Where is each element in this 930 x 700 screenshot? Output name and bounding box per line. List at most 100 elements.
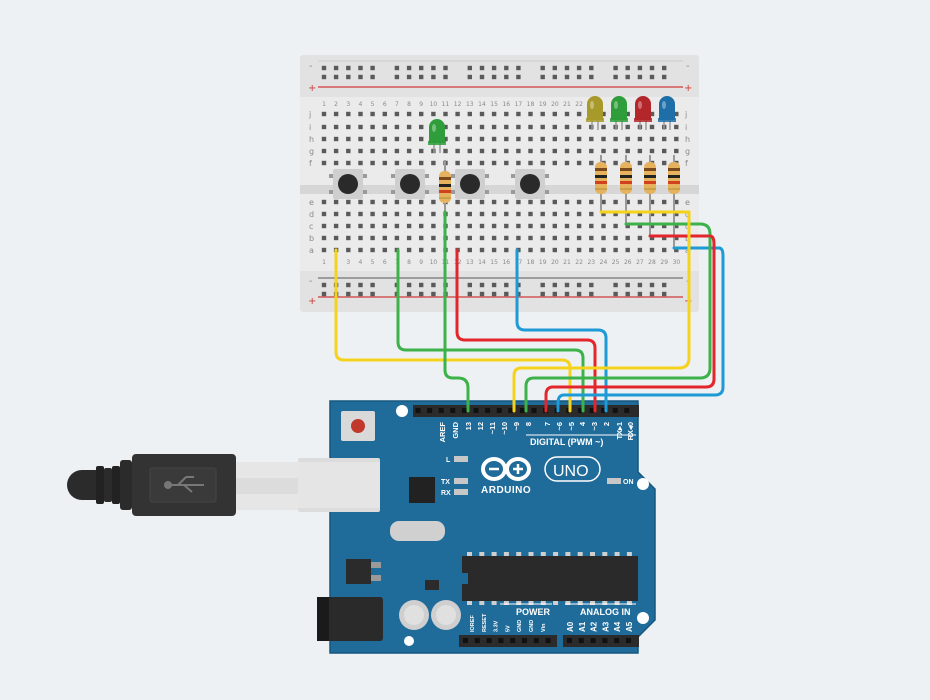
breadboard-hole[interactable] xyxy=(370,235,375,241)
breadboard-hole[interactable] xyxy=(528,211,533,217)
breadboard-hole[interactable] xyxy=(467,211,472,217)
breadboard-hole[interactable] xyxy=(358,124,363,130)
breadboard-hole[interactable] xyxy=(333,148,339,154)
rail-hole[interactable] xyxy=(552,282,557,288)
breadboard-hole[interactable] xyxy=(406,160,412,166)
rail-hole[interactable] xyxy=(321,65,327,71)
rail-hole[interactable] xyxy=(467,291,472,297)
breadboard-hole[interactable] xyxy=(358,199,363,205)
breadboard-hole[interactable] xyxy=(589,235,594,241)
breadboard-hole[interactable] xyxy=(455,124,460,130)
breadboard-hole[interactable] xyxy=(321,148,327,154)
breadboard-hole[interactable] xyxy=(455,235,460,241)
breadboard-hole[interactable] xyxy=(443,136,448,142)
breadboard-hole[interactable] xyxy=(455,148,460,154)
led[interactable] xyxy=(658,96,676,130)
rail-hole[interactable] xyxy=(419,74,424,80)
header-pin[interactable] xyxy=(463,638,468,643)
header-pin[interactable] xyxy=(519,408,525,413)
breadboard-hole[interactable] xyxy=(333,223,339,229)
header-pin[interactable] xyxy=(498,638,504,643)
header-pin[interactable] xyxy=(486,638,492,643)
breadboard-hole[interactable] xyxy=(321,223,327,229)
breadboard-hole[interactable] xyxy=(406,223,412,229)
breadboard-hole[interactable] xyxy=(491,124,497,130)
breadboard-hole[interactable] xyxy=(358,111,363,117)
rail-hole[interactable] xyxy=(613,74,618,80)
breadboard-hole[interactable] xyxy=(346,247,351,253)
rail-hole[interactable] xyxy=(662,282,667,288)
breadboard-hole[interactable] xyxy=(333,124,339,130)
rail-hole[interactable] xyxy=(346,74,351,80)
led[interactable] xyxy=(634,96,652,130)
breadboard-hole[interactable] xyxy=(431,199,436,205)
breadboard-hole[interactable] xyxy=(358,211,363,217)
rail-hole[interactable] xyxy=(504,74,509,80)
breadboard-hole[interactable] xyxy=(479,124,485,130)
rail-hole[interactable] xyxy=(613,291,618,297)
breadboard-hole[interactable] xyxy=(601,136,606,142)
breadboard-hole[interactable] xyxy=(528,247,533,253)
header-pin[interactable] xyxy=(612,408,618,413)
rail-hole[interactable] xyxy=(552,65,557,71)
rail-hole[interactable] xyxy=(564,74,570,80)
breadboard-hole[interactable] xyxy=(589,211,594,217)
breadboard-hole[interactable] xyxy=(406,247,412,253)
breadboard-hole[interactable] xyxy=(394,124,400,130)
breadboard-hole[interactable] xyxy=(419,124,424,130)
breadboard-hole[interactable] xyxy=(382,124,387,130)
rail-hole[interactable] xyxy=(431,65,436,71)
rail-hole[interactable] xyxy=(516,65,521,71)
breadboard-hole[interactable] xyxy=(419,160,424,166)
breadboard-hole[interactable] xyxy=(467,247,472,253)
breadboard-hole[interactable] xyxy=(552,124,557,130)
breadboard-hole[interactable] xyxy=(358,136,363,142)
breadboard-hole[interactable] xyxy=(443,148,448,154)
wire-blue-button4[interactable] xyxy=(515,248,608,413)
breadboard-hole[interactable] xyxy=(504,136,509,142)
breadboard-hole[interactable] xyxy=(455,199,460,205)
breadboard-hole[interactable] xyxy=(504,124,509,130)
rail-hole[interactable] xyxy=(637,291,643,297)
breadboard-hole[interactable] xyxy=(479,211,485,217)
breadboard-hole[interactable] xyxy=(394,211,400,217)
wire-blue-led4[interactable] xyxy=(556,246,725,413)
breadboard-hole[interactable] xyxy=(455,111,460,117)
rail-hole[interactable] xyxy=(491,291,497,297)
breadboard-hole[interactable] xyxy=(662,148,667,154)
breadboard-hole[interactable] xyxy=(321,111,327,117)
breadboard-hole[interactable] xyxy=(528,235,533,241)
breadboard-hole[interactable] xyxy=(455,211,460,217)
rail-hole[interactable] xyxy=(552,291,557,297)
breadboard-hole[interactable] xyxy=(419,111,424,117)
breadboard-hole[interactable] xyxy=(467,148,472,154)
breadboard-hole[interactable] xyxy=(540,199,545,205)
breadboard-hole[interactable] xyxy=(662,223,667,229)
breadboard-hole[interactable] xyxy=(576,211,582,217)
breadboard-hole[interactable] xyxy=(576,160,582,166)
breadboard-hole[interactable] xyxy=(625,124,630,130)
rail-hole[interactable] xyxy=(419,65,424,71)
breadboard-hole[interactable] xyxy=(540,160,545,166)
header-pin[interactable] xyxy=(522,638,527,643)
rail-hole[interactable] xyxy=(419,291,424,297)
header-pin[interactable] xyxy=(508,408,514,413)
breadboard-hole[interactable] xyxy=(564,199,570,205)
breadboard-hole[interactable] xyxy=(552,223,557,229)
breadboard-hole[interactable] xyxy=(637,211,643,217)
breadboard-hole[interactable] xyxy=(370,199,375,205)
breadboard-hole[interactable] xyxy=(419,247,424,253)
breadboard-hole[interactable] xyxy=(467,136,472,142)
breadboard-hole[interactable] xyxy=(406,199,412,205)
breadboard-hole[interactable] xyxy=(419,199,424,205)
breadboard-hole[interactable] xyxy=(674,247,679,253)
wire-green-led2[interactable] xyxy=(524,222,712,413)
breadboard-hole[interactable] xyxy=(382,199,387,205)
breadboard-hole[interactable] xyxy=(479,111,485,117)
breadboard-hole[interactable] xyxy=(491,111,497,117)
rail-hole[interactable] xyxy=(443,65,448,71)
led[interactable] xyxy=(610,96,628,130)
breadboard-hole[interactable] xyxy=(674,223,679,229)
breadboard-hole[interactable] xyxy=(637,199,643,205)
rail-hole[interactable] xyxy=(552,74,557,80)
